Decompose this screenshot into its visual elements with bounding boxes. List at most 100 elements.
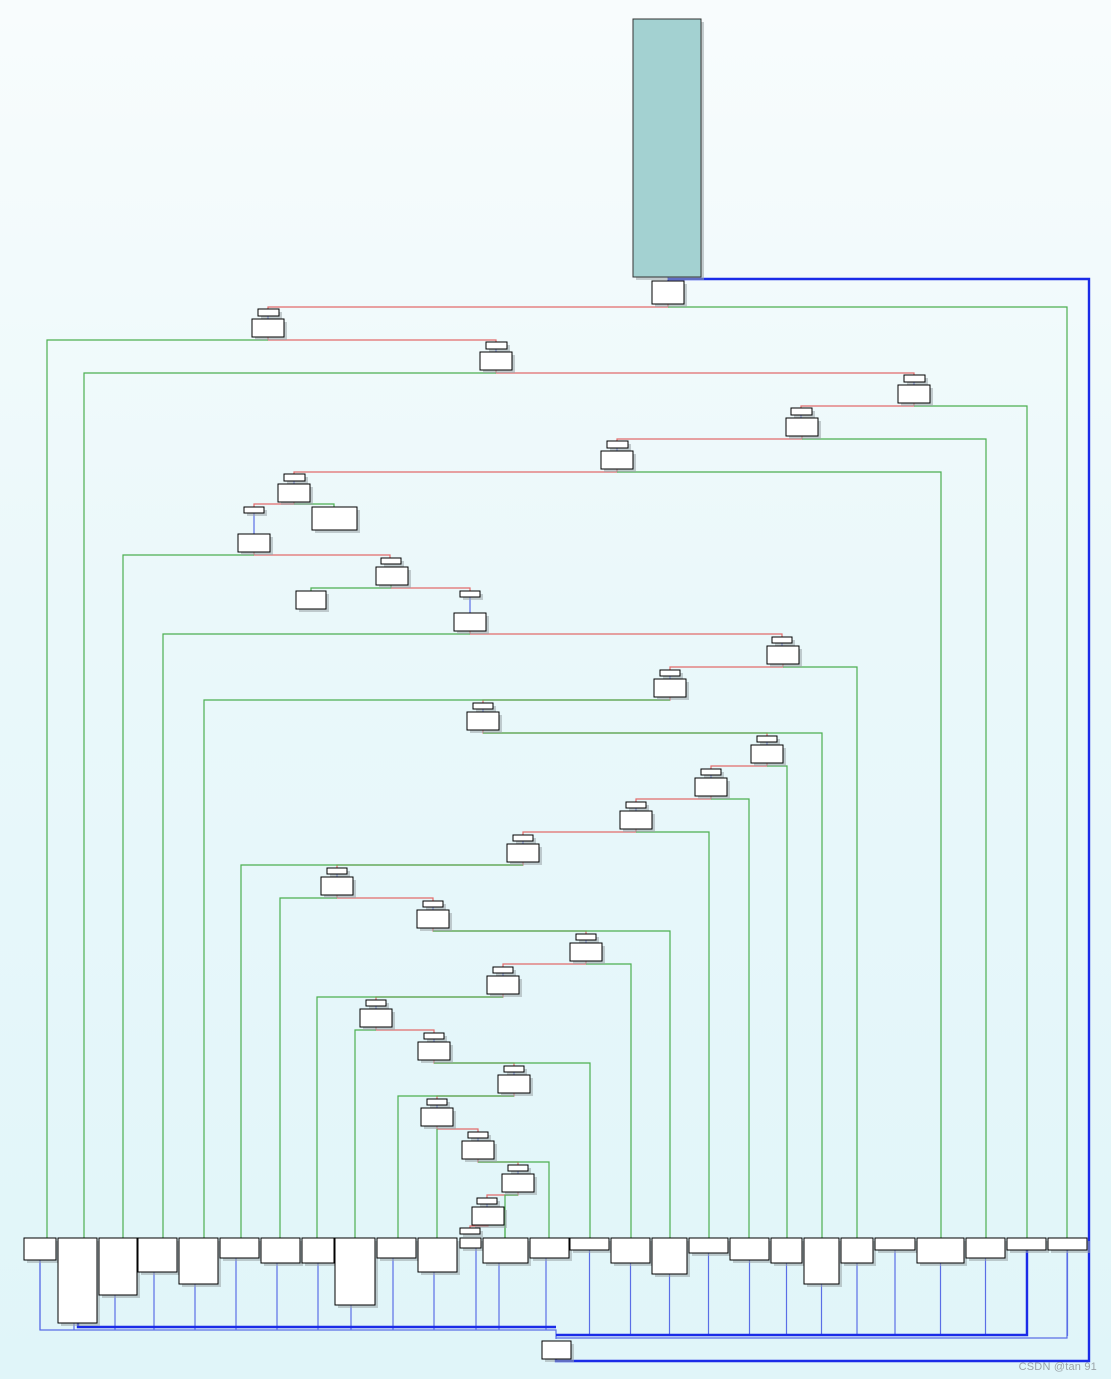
edge-true [802,438,987,1238]
edge-false [495,370,915,375]
side-block[interactable] [311,506,358,531]
cond-label-tab[interactable] [507,1164,529,1172]
case-block[interactable] [178,1237,219,1285]
case-block[interactable] [98,1237,138,1296]
cond-block[interactable] [766,645,800,665]
cond-block[interactable] [653,678,687,698]
cond-label-tab[interactable] [283,473,306,482]
cond-label-tab[interactable] [492,966,514,974]
cond-label-tab[interactable] [472,702,494,710]
cond-label-tab[interactable] [422,900,444,908]
case-block[interactable] [529,1237,570,1259]
edge-true [914,405,1028,1238]
case-block[interactable] [219,1237,260,1259]
case-block[interactable] [874,1237,916,1251]
case-block[interactable] [334,1237,376,1306]
cond-label-tab[interactable] [790,407,813,416]
cond-label-tab[interactable] [771,636,793,644]
edge-true [397,1095,514,1238]
side-block[interactable] [295,590,327,610]
cond-block[interactable] [501,1173,535,1193]
case-block[interactable] [57,1237,98,1324]
cond-block[interactable] [479,351,513,371]
cond-block[interactable] [461,1140,495,1160]
dispatcher-block[interactable] [651,280,685,305]
edge-false [391,587,471,591]
cond-block[interactable] [897,384,931,404]
cond-label-tab[interactable] [485,341,508,350]
case-block[interactable] [651,1237,688,1275]
case-block[interactable] [459,1237,482,1249]
cond-label-tab[interactable] [625,801,647,809]
case-block[interactable] [610,1237,651,1264]
cond-label-tab[interactable] [575,933,597,941]
cond-label-tab[interactable] [426,1098,448,1106]
cond-label-tab[interactable] [459,590,481,598]
entry-block[interactable] [632,18,702,278]
cond-label-tab[interactable] [476,1197,498,1205]
cond-block[interactable] [466,711,500,731]
case-block[interactable] [569,1237,610,1251]
case-block[interactable] [803,1237,840,1285]
cond-block[interactable] [416,909,450,929]
cond-block[interactable] [277,483,311,503]
case-block[interactable] [301,1237,335,1264]
cond-label-tab[interactable] [423,1032,445,1040]
cond-block[interactable] [420,1107,454,1127]
cond-label-tab[interactable] [467,1131,489,1139]
cond-label-tab[interactable] [365,999,387,1007]
case-block[interactable] [688,1237,729,1254]
case-block[interactable] [417,1237,458,1273]
cond-block[interactable] [600,450,634,470]
case-block[interactable] [840,1237,874,1264]
case-block[interactable] [482,1237,529,1264]
cond-block[interactable] [569,942,603,962]
cond-block[interactable] [417,1041,451,1061]
cond-block[interactable] [320,876,354,896]
cond-label-tab[interactable] [700,768,722,776]
case-block[interactable] [1047,1237,1088,1251]
case-block[interactable] [729,1237,770,1261]
cond-block[interactable] [251,318,285,338]
case-block[interactable] [376,1237,417,1259]
cond-block[interactable] [453,612,487,632]
exit-block[interactable] [541,1340,572,1360]
cond-block[interactable] [237,533,271,553]
cond-block[interactable] [375,566,409,586]
edge-true [617,471,942,1238]
cond-block[interactable] [694,777,728,797]
edge-true [83,372,496,1238]
cond-block[interactable] [619,810,653,830]
cond-label-tab[interactable] [659,669,681,677]
cond-label-tab[interactable] [903,374,926,383]
cond-label-tab[interactable] [257,308,280,317]
cond-label-tab[interactable] [512,834,534,842]
edge-false [267,337,497,342]
case-block[interactable] [965,1237,1006,1259]
cond-label-tab[interactable] [243,506,265,514]
cond-block[interactable] [785,417,819,437]
case-block[interactable] [23,1237,57,1261]
case-block[interactable] [770,1237,803,1264]
case-block[interactable] [916,1237,965,1264]
cond-label-tab[interactable] [380,557,402,565]
cond-label-tab[interactable] [326,867,348,875]
cond-block[interactable] [506,843,540,863]
edge-true [46,339,268,1238]
cond-block[interactable] [359,1008,393,1028]
cond-block[interactable] [497,1074,531,1094]
edge-false [469,631,783,637]
case-block[interactable] [1006,1237,1047,1251]
cond-label-tab[interactable] [459,1227,481,1235]
cond-block[interactable] [471,1206,505,1226]
graph-nodes [23,18,1090,1362]
case-block[interactable] [260,1237,301,1264]
cond-label-tab[interactable] [756,735,778,743]
cond-block[interactable] [750,744,784,764]
cond-block[interactable] [486,975,520,995]
case-block[interactable] [137,1237,178,1273]
cond-label-tab[interactable] [503,1065,525,1073]
edge-true [668,306,1068,1238]
cond-label-tab[interactable] [606,440,629,449]
edge-true [279,897,337,1238]
